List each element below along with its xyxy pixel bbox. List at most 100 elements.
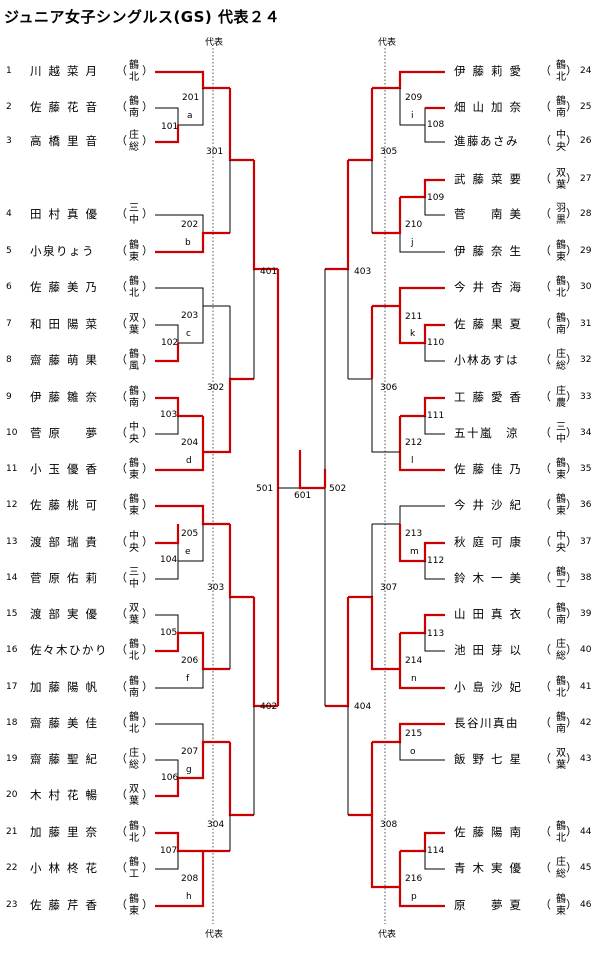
match-label: 401 — [260, 267, 278, 277]
player-number: 39 — [580, 609, 592, 619]
bracket-line-win — [372, 70, 445, 90]
club-char: 黒 — [556, 215, 566, 226]
paren-open: （ — [116, 571, 127, 584]
player-number: 19 — [6, 754, 18, 764]
bracket-line — [155, 723, 230, 743]
paren-close: ） — [566, 643, 577, 656]
paren-close: ） — [142, 752, 153, 765]
match-label: 601 — [294, 491, 312, 501]
match-label: k — [410, 329, 416, 339]
paren-open: （ — [116, 390, 127, 403]
match-label: 112 — [427, 556, 445, 566]
bracket-line-win — [155, 231, 230, 254]
club-char: 葉 — [129, 325, 139, 336]
match-label: 202 — [181, 220, 199, 230]
paren-open: （ — [116, 825, 127, 838]
paren-close: ） — [142, 861, 153, 874]
bracket-line-win — [400, 831, 445, 853]
club-char: 北 — [556, 688, 566, 699]
player-number: 23 — [6, 900, 18, 910]
bracket-line-win — [155, 125, 180, 144]
player-number: 12 — [6, 500, 18, 510]
paren-open: （ — [540, 244, 551, 257]
paren-open: （ — [116, 898, 127, 911]
bracket-line-win — [155, 849, 230, 908]
player-number: 20 — [6, 790, 18, 800]
paren-close: ） — [142, 244, 153, 257]
player-number: 25 — [580, 102, 592, 112]
club-char: 庄 — [129, 748, 139, 759]
club-char: 央 — [129, 434, 139, 445]
club-char: 羽 — [556, 203, 566, 214]
player-name: 武藤菜要 — [454, 172, 528, 186]
match-label: 501 — [256, 484, 274, 494]
match-label: o — [410, 747, 416, 757]
match-label: 102 — [161, 338, 179, 348]
club-char: 庄 — [556, 386, 566, 397]
club-char: 東 — [556, 506, 566, 517]
club-char: 工 — [556, 579, 566, 590]
player-name: 齋藤聖紀 — [30, 752, 104, 766]
match-label: 304 — [207, 820, 225, 830]
match-label: 204 — [181, 438, 199, 448]
match-label: 207 — [181, 747, 199, 757]
bracket-line — [348, 378, 400, 453]
club-char: 北 — [129, 72, 139, 83]
club-char: 庄 — [129, 130, 139, 141]
match-label: f — [186, 674, 190, 684]
player-number: 24 — [580, 66, 592, 76]
match-label: 108 — [427, 120, 445, 130]
club-char: 鶴 — [129, 494, 139, 505]
player-number: 32 — [580, 355, 592, 365]
bracket-line — [155, 214, 204, 233]
match-label: m — [410, 547, 419, 557]
player-number: 36 — [580, 500, 592, 510]
paren-open: （ — [540, 898, 551, 911]
paren-open: （ — [540, 353, 551, 366]
match-label: p — [411, 892, 417, 902]
player-name: 佐藤陽南 — [454, 825, 528, 839]
paren-close: ） — [142, 207, 153, 220]
paren-open: （ — [116, 535, 127, 548]
match-label: 110 — [427, 338, 445, 348]
paren-close: ） — [142, 680, 153, 693]
player-number: 34 — [580, 428, 592, 438]
club-char: 庄 — [556, 639, 566, 650]
club-char: 北 — [556, 288, 566, 299]
bracket-line-win — [372, 197, 402, 235]
player-name: 工藤愛香 — [454, 390, 528, 404]
match-label: h — [186, 892, 192, 902]
paren-close: ） — [142, 134, 153, 147]
match-label: e — [185, 547, 191, 557]
club-char: 鶴 — [129, 60, 139, 71]
match-label: 104 — [160, 555, 178, 565]
paren-open: （ — [116, 353, 127, 366]
paren-open: （ — [540, 861, 551, 874]
player-number: 2 — [6, 102, 12, 112]
paren-close: ） — [142, 643, 153, 656]
player-name: 佐藤果夏 — [454, 317, 528, 331]
match-label: 201 — [182, 93, 200, 103]
paren-close: ） — [142, 898, 153, 911]
paren-open: （ — [116, 462, 127, 475]
match-label: 106 — [161, 773, 179, 783]
paren-open: （ — [116, 788, 127, 801]
paren-close: ） — [142, 788, 153, 801]
bracket-line-win — [228, 742, 254, 817]
club-char: 鶴 — [129, 821, 139, 832]
club-char: 総 — [556, 651, 566, 662]
paren-close: ） — [566, 825, 577, 838]
club-char: 葉 — [556, 180, 566, 191]
club-char: 鶴 — [556, 567, 566, 578]
player-number: 29 — [580, 246, 592, 256]
bracket-line-win — [155, 778, 180, 798]
player-name: 佐藤芹香 — [30, 898, 104, 912]
club-char: 総 — [129, 760, 139, 771]
player-number: 44 — [580, 827, 592, 837]
bracket-line — [424, 416, 445, 435]
club-char: 風 — [129, 361, 139, 372]
paren-open: （ — [116, 280, 127, 293]
player-name: 川越菜月 — [30, 64, 104, 78]
club-char: 中 — [129, 422, 139, 433]
paren-close: ） — [566, 172, 577, 185]
